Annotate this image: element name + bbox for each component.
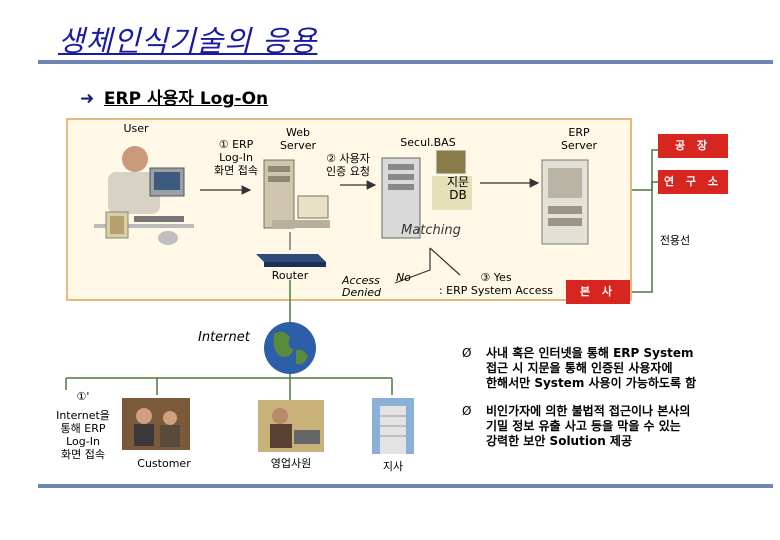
fingerprint-db-server-image [378, 149, 482, 242]
customer-image [122, 398, 190, 450]
step2-line1: 사용자 [339, 152, 370, 165]
router-image [252, 248, 326, 268]
page-title: 생체인식기술의 응용 [58, 24, 318, 58]
web-server-line2: Server [279, 139, 317, 152]
access-denied-label: Access Denied [342, 275, 388, 299]
step3-label: ③ Yes : ERP System Access [430, 271, 562, 297]
step1-line2: Log-In [219, 151, 253, 164]
bullet-1-line1: 사내 혹은 인터넷을 통해 ERP System [486, 346, 694, 360]
web-server-line1: Web [286, 126, 310, 139]
web-server-image [258, 158, 338, 232]
step1b-line4: 화면 접속 [61, 448, 105, 461]
bullet-point-1: Ø 사내 혹은 인터넷을 통해 ERP System 접근 시 지문을 통해 인… [462, 346, 752, 396]
fingerprint-db-line2: DB [449, 188, 467, 202]
bullet-2-line2: 기밀 정보 유출 사고 등을 막을 수 있는 [486, 419, 681, 433]
bullet-point-2: Ø 비인가자에 의한 불법적 접근이나 본사의 기밀 정보 유출 사고 등을 막… [462, 404, 752, 454]
step1b-label: ①' Internet을 통해 ERP Log-In 화면 접속 [52, 390, 114, 461]
step2-number: ② [326, 152, 336, 165]
seculbas-label: Secul.BAS [400, 136, 456, 149]
globe-icon [262, 320, 318, 376]
bullet-1-line3: 한해서만 System 사용이 가능하도록 함 [486, 376, 697, 390]
step2-label: ② 사용자 인증 요청 [320, 152, 376, 178]
subtitle-text: ERP 사용자 Log-On [103, 89, 269, 109]
section-subtitle: ➜ ERP 사용자 Log-On [80, 84, 268, 109]
lab-box: 연 구 소 [658, 170, 728, 194]
title-rule [38, 60, 773, 64]
access-denied-line2: Denied [342, 286, 382, 299]
step1b-line3: Log-In [66, 435, 100, 448]
erp-server-image [540, 158, 590, 246]
bottom-rule [38, 484, 773, 488]
step1b-line1: Internet을 [56, 409, 110, 422]
step3-number: ③ [480, 271, 491, 284]
hq-box: 본 사 [566, 280, 630, 304]
step3-text: : ERP System Access [438, 284, 554, 297]
step1b-number: ①' [76, 390, 90, 403]
user-workstation-image [94, 138, 194, 248]
bullet-marker-2: Ø [462, 404, 472, 418]
no-label: No [396, 271, 411, 284]
internet-label: Internet [198, 330, 250, 345]
user-label: User [123, 122, 149, 135]
erp-server-label: ERP Server [556, 126, 602, 152]
router-label: Router [271, 269, 309, 282]
step1-line3: 화면 접속 [214, 164, 258, 177]
fingerprint-db-line1: 지문 [446, 175, 470, 189]
bullet-text-2: 비인가자에 의한 불법적 접근이나 본사의 기밀 정보 유출 사고 등을 막을 … [486, 404, 746, 449]
step3-yes: Yes [493, 271, 512, 284]
step1-number: ① [218, 138, 229, 151]
branch-building-image [372, 398, 414, 454]
bullet-text-1: 사내 혹은 인터넷을 통해 ERP System 접근 시 지문을 통해 인증된… [486, 346, 746, 391]
erp-server-line2: Server [560, 139, 598, 152]
customer-label: Customer [137, 457, 191, 470]
fingerprint-db-label: 지문 DB [440, 176, 476, 202]
access-denied-line1: Access [342, 274, 380, 287]
web-server-label: Web Server [274, 126, 322, 152]
bullet-2-line3: 강력한 보안 Solution 제공 [486, 434, 632, 448]
step1-line1: ERP [232, 138, 254, 151]
matching-label: Matching [401, 223, 461, 238]
step1b-line2: 통해 ERP [60, 422, 106, 435]
sales-rep-image [258, 400, 324, 452]
branch-label: 지사 [382, 460, 404, 473]
step1-label: ① ERP Log-In 화면 접속 [204, 138, 268, 177]
sales-rep-label: 영업사원 [270, 457, 312, 470]
erp-server-line1: ERP [568, 126, 590, 139]
leased-line-label: 전용선 [659, 234, 691, 247]
bullet-2-line1: 비인가자에 의한 불법적 접근이나 본사의 [486, 404, 691, 418]
erp-logon-panel [66, 118, 632, 301]
bullet-marker-1: Ø [462, 346, 472, 360]
step2-line2: 인증 요청 [326, 165, 370, 178]
bullet-1-line2: 접근 시 지문을 통해 인증된 사용자에 [486, 361, 673, 375]
factory-box: 공 장 [658, 134, 728, 158]
arrow-bullet-icon: ➜ [80, 89, 95, 109]
